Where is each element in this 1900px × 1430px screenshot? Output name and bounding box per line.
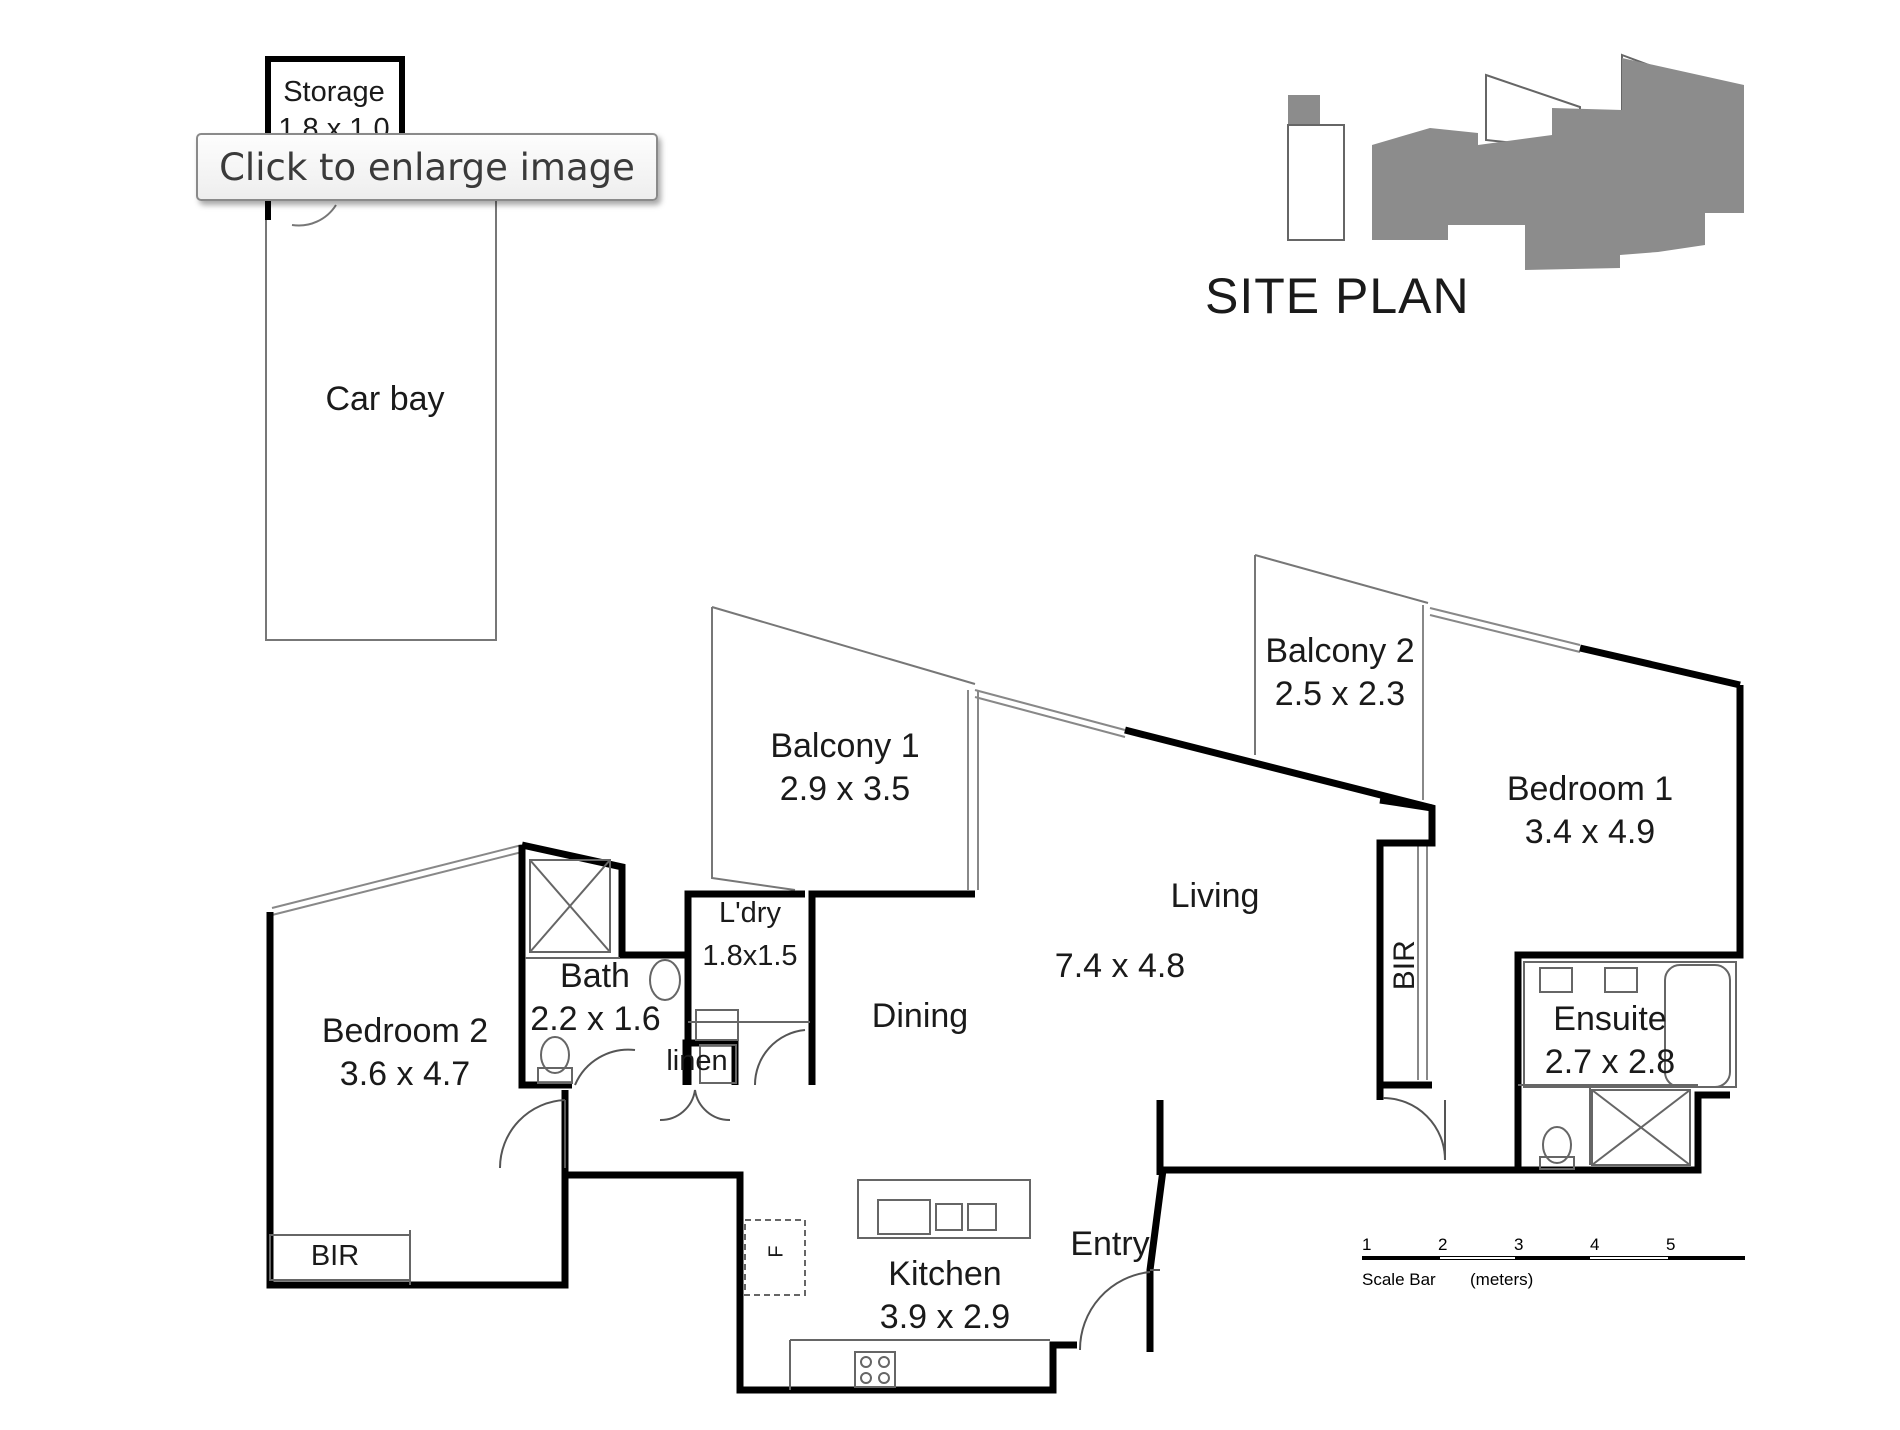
bath-size: 2.2 x 1.6 [530,1000,661,1038]
laundry-size: 1.8x1.5 [702,940,798,972]
bath-label: Bath [560,957,630,995]
balcony-1-label: Balcony 1 [770,727,920,765]
bir-bedroom-2-label: BIR [310,1240,360,1272]
balcony-1-size: 2.9 x 3.5 [779,770,911,808]
enlarge-image-tooltip[interactable]: Click to enlarge image [196,133,658,201]
ensuite-label: Ensuite [1553,1000,1667,1038]
living-size: 7.4 x 4.8 [1054,947,1186,985]
linen-label: linen [666,1045,728,1077]
ensuite-size: 2.7 x 2.8 [1544,1043,1676,1081]
window-lines [271,605,1581,1080]
scale-tick-1: 1 [1362,1235,1372,1254]
kitchen-size: 3.9 x 2.9 [879,1298,1011,1336]
fridge-label: F [765,1245,788,1258]
balcony-outlines [711,554,1429,891]
laundry-label: L'dry [719,897,781,929]
enlarge-image-tooltip-text: Click to enlarge image [219,145,635,189]
scale-tick-4: 4 [1590,1235,1600,1254]
balcony-2-size: 2.5 x 2.3 [1274,675,1406,713]
door-swings [498,1029,1446,1351]
bedroom-2-label: Bedroom 2 [321,1012,489,1050]
internal-lines [269,859,1737,1390]
entry-label: Entry [1070,1225,1150,1263]
scale-tick-3: 3 [1514,1235,1524,1254]
balcony-2-label: Balcony 2 [1265,632,1415,670]
site-plan-graphic [1287,53,1744,270]
living-label: Living [1170,877,1260,915]
scale-tick-5: 5 [1666,1235,1676,1254]
bedroom-1-size: 3.4 x 4.9 [1524,813,1656,851]
car-bay-label: Car bay [325,380,445,418]
storage-label: Storage [283,76,385,108]
bedroom-1-label: Bedroom 1 [1506,770,1674,808]
bir-bedroom-1-label: BIR [1387,940,1421,991]
bedroom-2-size: 3.6 x 4.7 [339,1055,471,1093]
dining-label: Dining [871,997,969,1035]
scale-caption: Scale Bar [1362,1270,1436,1289]
scale-unit: (meters) [1470,1270,1534,1289]
kitchen-label: Kitchen [888,1255,1002,1293]
scale-tick-2: 2 [1438,1235,1448,1254]
site-plan-title: SITE PLAN [1205,268,1470,324]
